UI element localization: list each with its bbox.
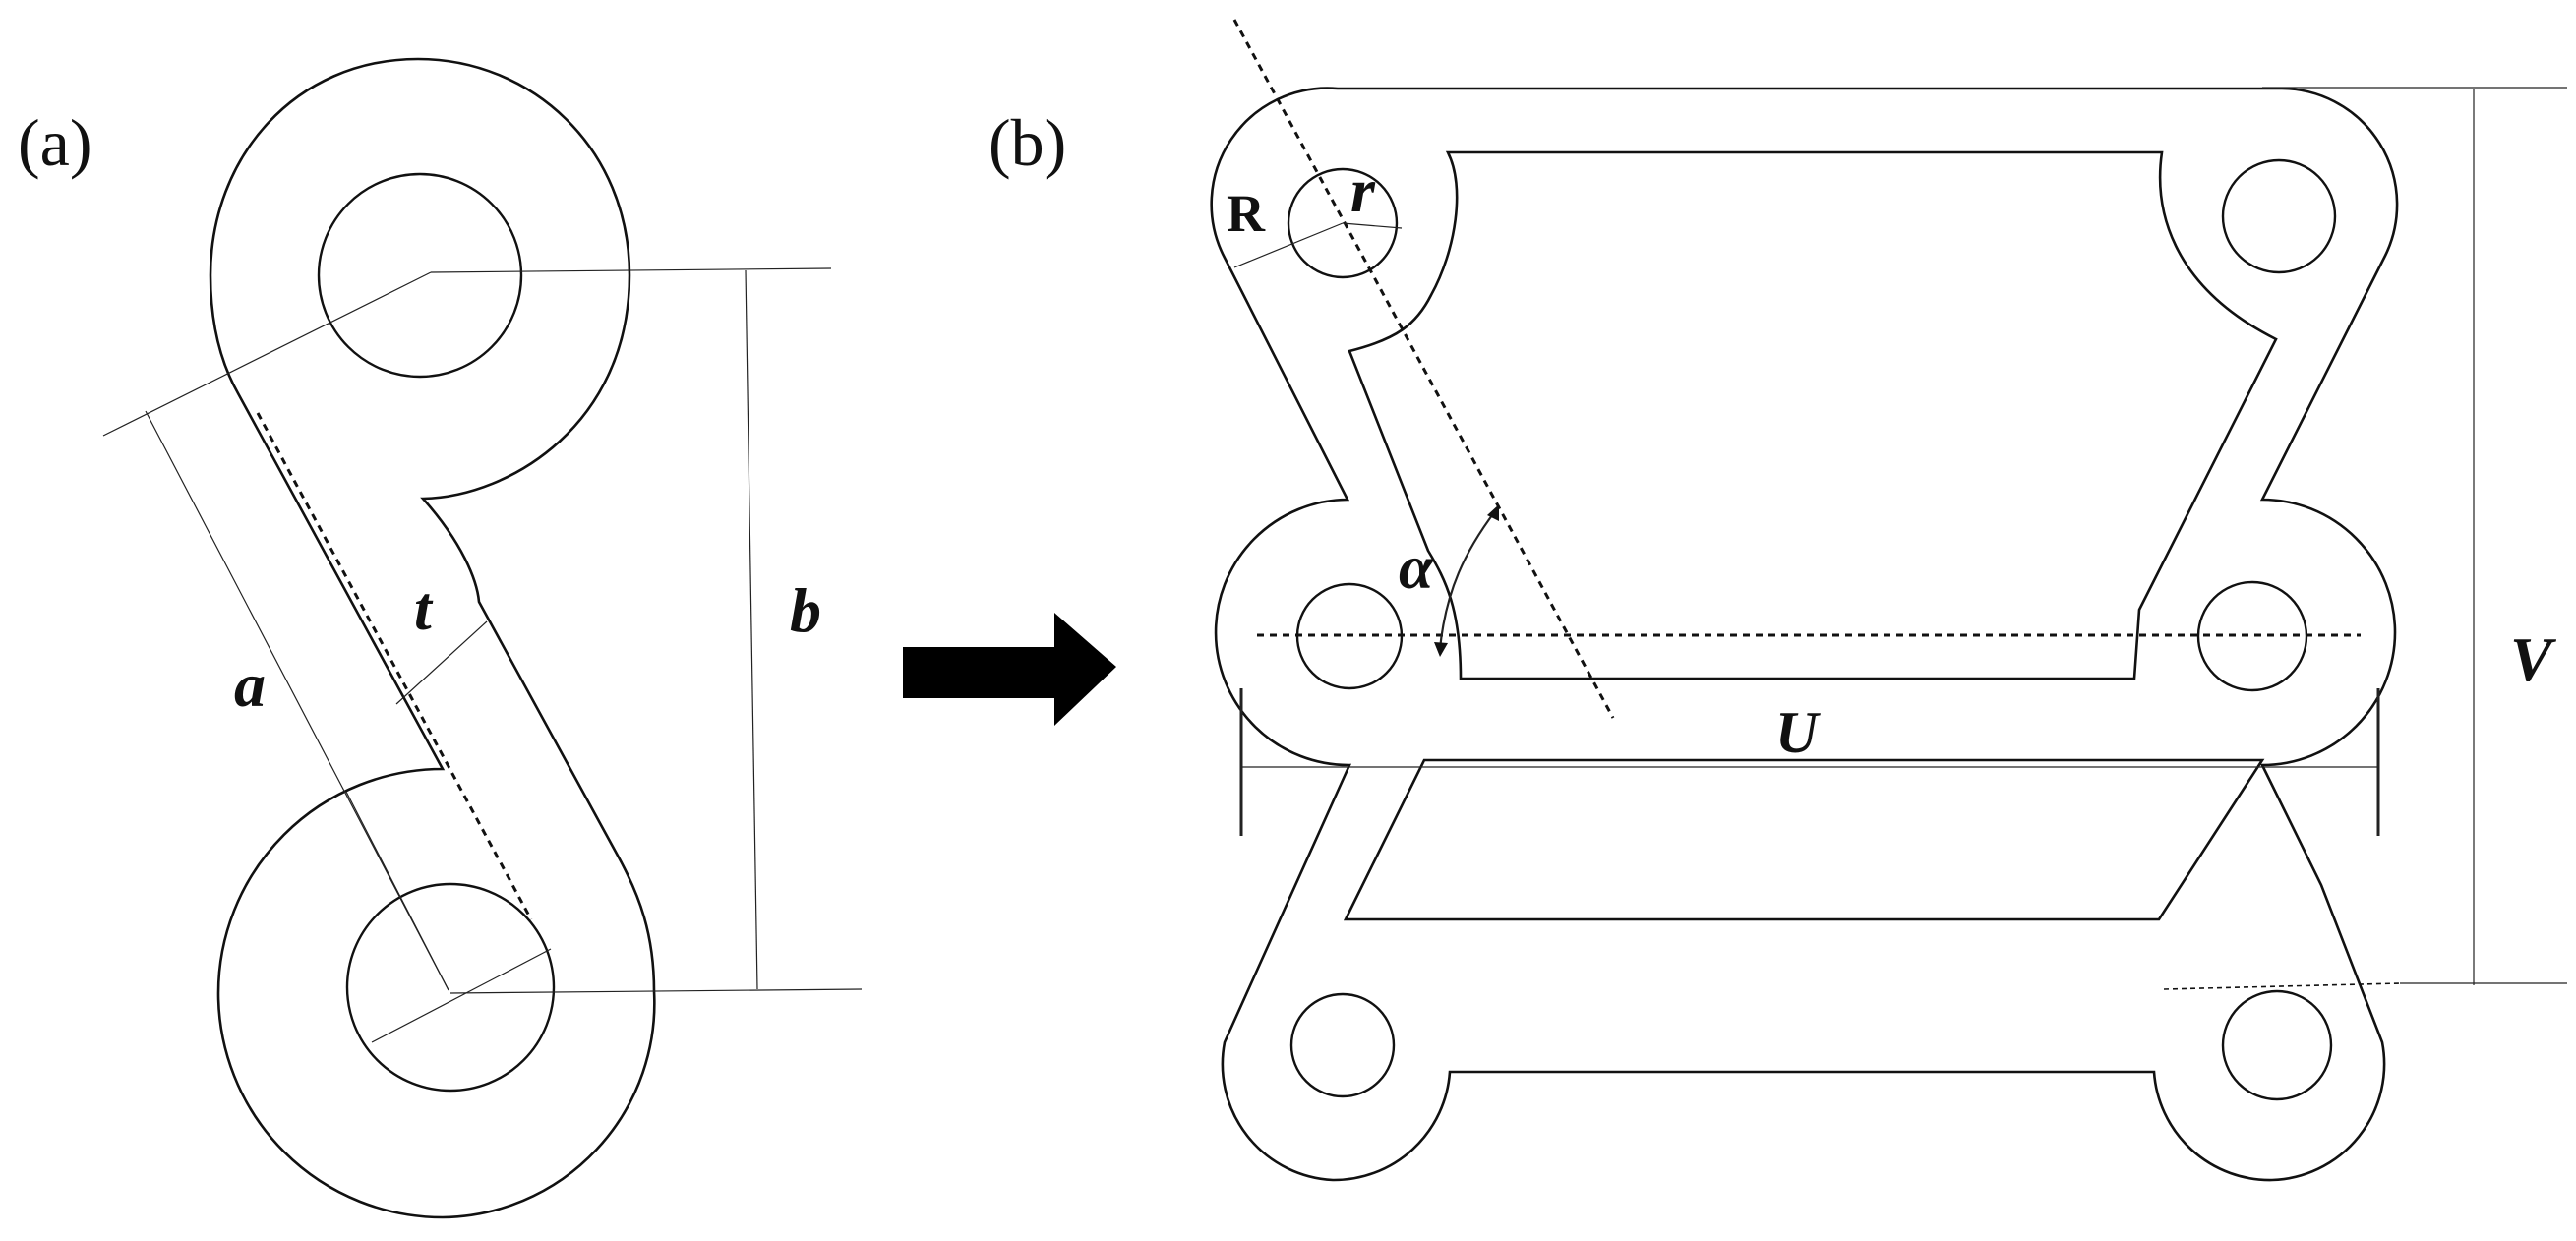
- dimension-label-b: b: [790, 575, 821, 645]
- dimension-label-U: U: [1775, 700, 1821, 765]
- strut-axis-line: [1232, 19, 1615, 719]
- dimension-line-b: [745, 269, 758, 990]
- panel-a-label: (a): [18, 105, 91, 180]
- construction-line: [102, 271, 432, 437]
- construction-line: [449, 988, 863, 994]
- dimension-label-a: a: [234, 650, 266, 720]
- top-hole: [317, 172, 523, 379]
- dimension-label-R: R: [1227, 184, 1266, 243]
- bottom-reference-line: [2163, 982, 2401, 990]
- hole-bottom-left: [1289, 992, 1396, 1098]
- radius-R-line: [1233, 222, 1344, 268]
- angle-arc: [1438, 510, 1496, 650]
- bottom-hole: [345, 882, 556, 1093]
- angle-arrowhead-top: [1487, 504, 1499, 521]
- upper-window-outline: [1348, 150, 2278, 680]
- radius-r-line: [1342, 222, 1403, 229]
- construction-line: [371, 948, 552, 1043]
- panel-b-label: (b): [988, 105, 1066, 180]
- hole-top-right: [2221, 158, 2337, 274]
- strut-centerline: [256, 412, 533, 920]
- right-arrow-icon: [903, 613, 1116, 726]
- frame-outer-outline: [1210, 87, 2399, 1182]
- panel-a: (a) a b t: [18, 57, 863, 1219]
- construction-line: [430, 267, 832, 273]
- unit-cell-outline: [209, 57, 656, 1219]
- dimension-label-r: r: [1350, 155, 1376, 225]
- angle-arrowhead-bottom: [1434, 642, 1448, 657]
- hole-top-left: [1287, 167, 1399, 279]
- panel-b: (b) R r α U: [988, 19, 2567, 1182]
- dimension-label-alpha: α: [1399, 532, 1435, 602]
- dimension-line-a: [145, 410, 449, 991]
- dimension-label-t: t: [414, 573, 434, 643]
- hole-mid-right: [2196, 580, 2308, 692]
- dimension-label-V: V: [2510, 624, 2557, 694]
- lower-window-outline: [1343, 758, 2265, 921]
- hole-bottom-right: [2221, 989, 2333, 1101]
- dimension-line-t: [395, 620, 488, 705]
